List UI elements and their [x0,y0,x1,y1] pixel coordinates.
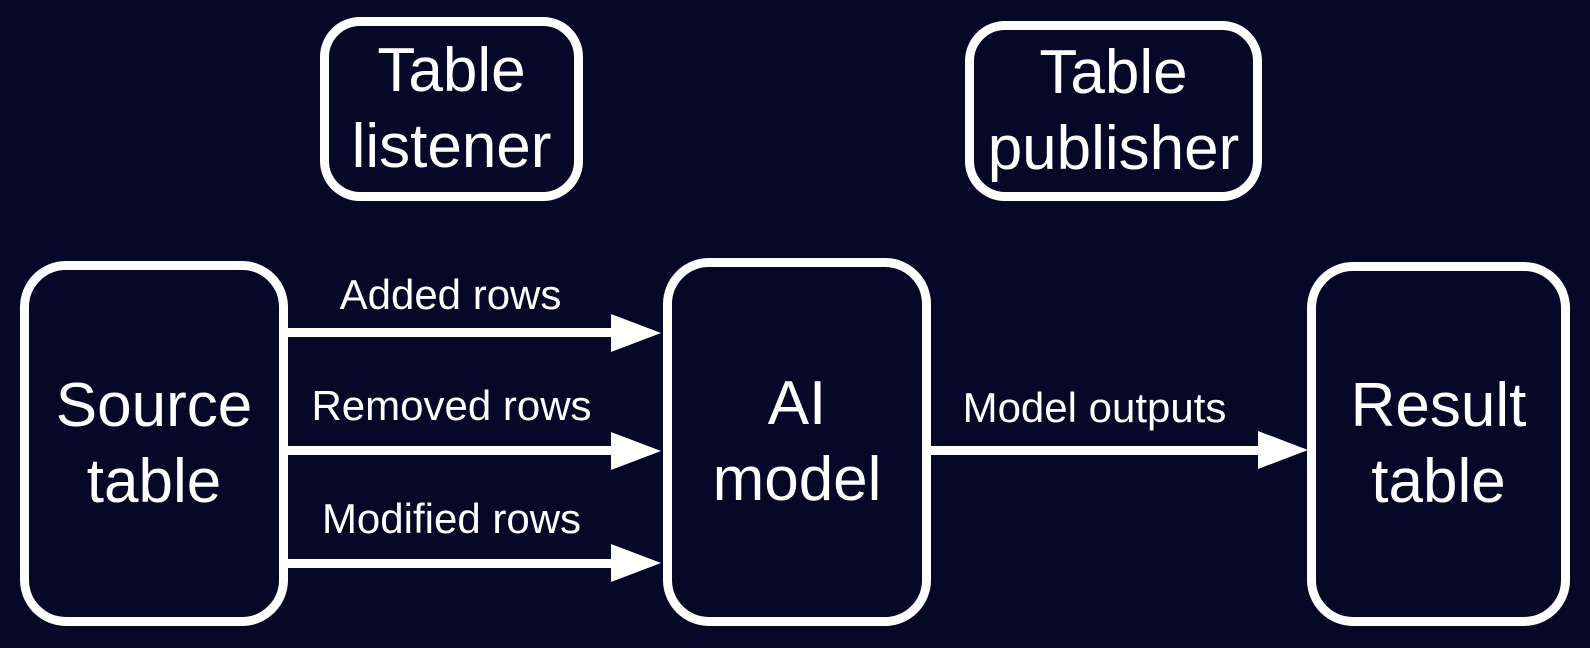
added-rows-arrowhead-icon [611,314,661,352]
result-table-node: Result table [1307,262,1570,626]
node-label-line: listener [351,112,552,181]
node-label-line: table [1371,447,1506,516]
table-publisher-node: Table publisher [965,21,1262,201]
removed-rows-edge-label: Removed rows [311,382,592,429]
node-label-line: Table [1039,38,1188,108]
modified-rows-arrowhead-icon [611,544,661,582]
model-outputs-edge-label: Model outputs [962,384,1227,431]
removed-rows-arrow-line [288,446,613,455]
source-table-node: Source table [20,261,288,626]
added-rows-edge-label: Added rows [339,271,562,318]
node-label-line: model [712,445,882,514]
removed-rows-arrowhead-icon [611,432,661,470]
node-label-line: Source [55,370,253,440]
model-outputs-arrowhead-icon [1258,431,1308,469]
node-label-line: AI [767,369,827,439]
table-listener-node: Table listener [320,17,583,201]
node-label-line: table [86,446,222,516]
modified-rows-arrow-line [288,559,613,568]
model-outputs-arrow-line [931,446,1260,455]
modified-rows-edge-label: Modified rows [321,495,582,542]
ai-model-node: AI model [663,258,931,626]
node-label-line: Table [377,36,526,106]
added-rows-arrow-line [288,328,613,337]
node-label-line: publisher [987,114,1240,183]
node-label-line: Result [1350,371,1527,441]
